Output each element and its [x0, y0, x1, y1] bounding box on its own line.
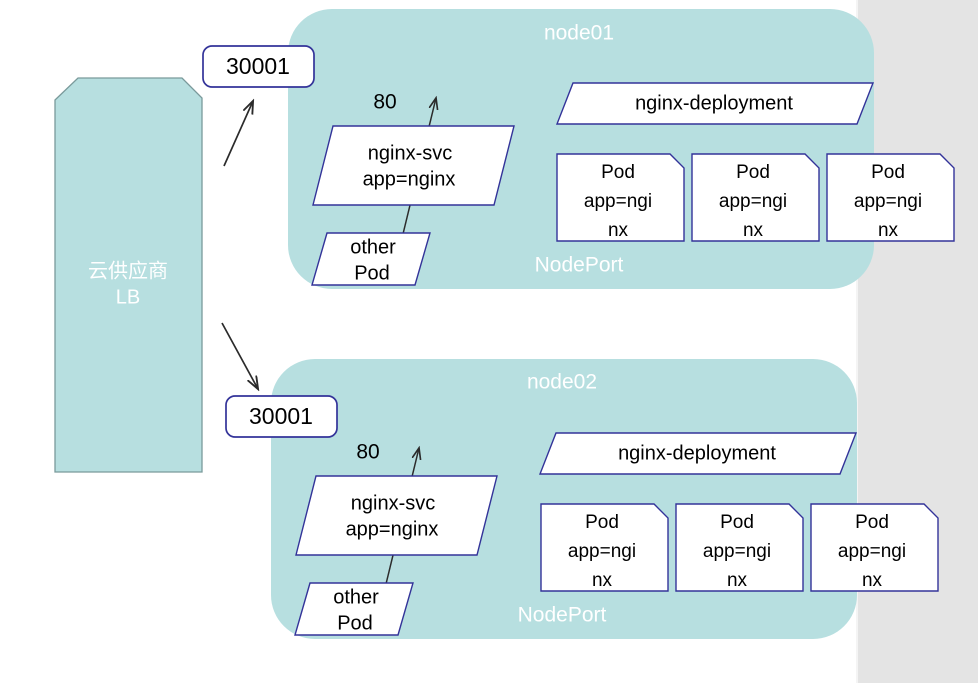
node02-service-port: 80 [356, 441, 379, 464]
node02-pod-1[interactable]: Pod app=ngi nx [540, 503, 669, 592]
node02-service-name: nginx-svc [351, 492, 435, 514]
node01-pod-1-line3: nx [608, 220, 629, 241]
node01-pod-3-box [826, 153, 955, 242]
node02-nodeport-label: NodePort [518, 604, 607, 627]
node01-title: node01 [544, 22, 614, 45]
node01-nodeport-label: NodePort [535, 254, 624, 277]
lb-label-line1: 云供应商 [88, 259, 168, 282]
node01-pod-2-box [691, 153, 820, 242]
node02-pod-2-box [675, 503, 804, 592]
node01-pod-1-box [556, 153, 685, 242]
node02-service-selector: app=nginx [346, 518, 439, 540]
nodeport-badge-node02[interactable]: 30001 [225, 395, 338, 438]
node02-deployment-parallelogram [538, 432, 858, 475]
node01-pod-2-line3: nx [743, 220, 764, 241]
node01-service-parallelogram [312, 125, 515, 206]
node02-other-pod-parallelogram [294, 582, 414, 636]
nodeport-badge-node01-box [202, 45, 315, 88]
node-card-node02[interactable]: node02 NodePort 80 nginx-svc app=nginx o… [271, 359, 939, 639]
node01-service-port: 80 [373, 91, 396, 114]
node02-pod-3-box [810, 503, 939, 592]
node01-pod-1-line1: Pod [601, 162, 635, 183]
node01-deployment-parallelogram [555, 82, 875, 125]
node01-other-pod-line1: other [350, 236, 396, 258]
node01-pod-3[interactable]: Pod app=ngi nx [826, 153, 955, 242]
node01-deployment-shape[interactable]: nginx-deployment [555, 82, 875, 125]
node01-service-shape[interactable]: nginx-svc app=nginx [312, 125, 515, 206]
node01-pod-3-line3: nx [878, 220, 899, 241]
nodeport-badge-node01[interactable]: 30001 [202, 45, 315, 88]
lb-to-node02-arrow [221, 322, 258, 389]
nodeport-badge-node01-label: 30001 [226, 53, 290, 79]
node01-pod-3-line2: app=ngi [854, 191, 922, 212]
node02-title: node02 [527, 371, 597, 394]
node02-other-pod-line2: Pod [337, 612, 373, 634]
node02-pod-2-line2: app=ngi [703, 541, 771, 562]
node02-service-parallelogram [295, 475, 498, 556]
node02-pod-2[interactable]: Pod app=ngi nx [675, 503, 804, 592]
node01-pod-2-line1: Pod [736, 162, 770, 183]
node02-deployment-shape[interactable]: nginx-deployment [538, 432, 858, 475]
node02-pod-3-line2: app=ngi [838, 541, 906, 562]
node02-other-pod-line1: other [333, 586, 379, 608]
nodeport-badge-node02-label: 30001 [249, 403, 313, 429]
node02-pod-1-line2: app=ngi [568, 541, 636, 562]
node01-other-pod-shape[interactable]: other Pod [311, 232, 431, 286]
node02-pod-1-line1: Pod [585, 512, 619, 533]
node01-pod-3-line1: Pod [871, 162, 905, 183]
node02-deployment-name: nginx-deployment [618, 442, 776, 464]
node02-other-pod-shape[interactable]: other Pod [294, 582, 414, 636]
node02-pod-1-line3: nx [592, 570, 613, 591]
node01-pod-1-line2: app=ngi [584, 191, 652, 212]
cloud-provider-lb[interactable]: 云供应商 LB [54, 77, 203, 473]
nodeport-badge-node02-box [225, 395, 338, 438]
node01-other-pod-parallelogram [311, 232, 431, 286]
node02-pod-3-line3: nx [862, 570, 883, 591]
node01-deployment-name: nginx-deployment [635, 92, 793, 114]
node02-pod-3-line1: Pod [855, 512, 889, 533]
node02-pod-1-box [540, 503, 669, 592]
node-card-node01[interactable]: node01 NodePort 80 nginx-svc app=nginx o… [288, 9, 955, 289]
node01-pod-2[interactable]: Pod app=ngi nx [691, 153, 820, 242]
node02-pod-3[interactable]: Pod app=ngi nx [810, 503, 939, 592]
node02-pod-2-line3: nx [727, 570, 748, 591]
node01-other-pod-line2: Pod [354, 262, 390, 284]
node02-pod-2-line1: Pod [720, 512, 754, 533]
node01-service-name: nginx-svc [368, 142, 452, 164]
node02-service-shape[interactable]: nginx-svc app=nginx [295, 475, 498, 556]
lb-label-line2: LB [116, 286, 140, 308]
node01-service-selector: app=nginx [363, 168, 456, 190]
lb-to-node01-arrow [223, 101, 253, 167]
node01-pod-2-line2: app=ngi [719, 191, 787, 212]
node01-pod-1[interactable]: Pod app=ngi nx [556, 153, 685, 242]
lb-shape [54, 77, 203, 473]
